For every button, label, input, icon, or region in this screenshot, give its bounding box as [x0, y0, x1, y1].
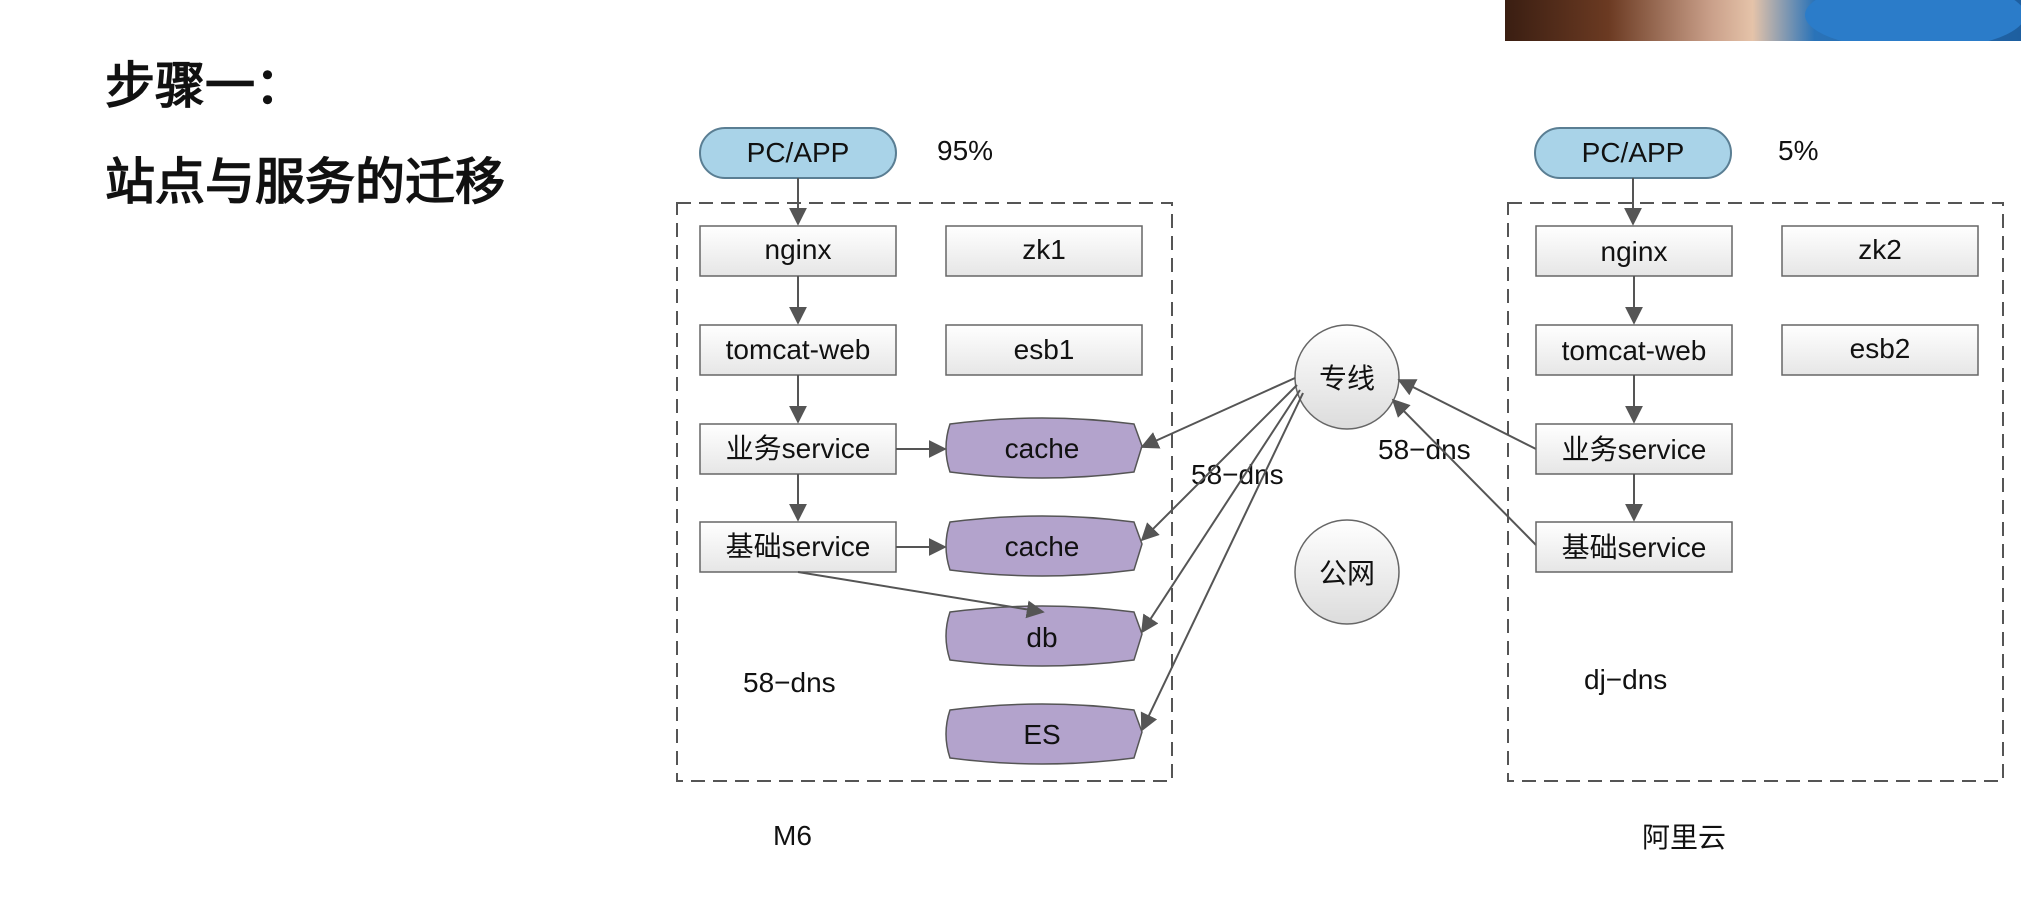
left-dns-label: 58−dns: [743, 667, 836, 698]
left-cache2-node: cache: [945, 515, 1143, 577]
dedicated-line-node: 专线: [1294, 324, 1400, 430]
right-biz-service-label: 业务service: [1562, 434, 1707, 465]
right-biz-service-node: 业务service: [1535, 423, 1733, 475]
left-base-service-label: 基础service: [726, 531, 871, 562]
right-base-service-label: 基础service: [1562, 532, 1707, 563]
left-tomcat-node: tomcat-web: [699, 324, 897, 376]
dedicated-line-label: 专线: [1319, 363, 1375, 394]
right-nginx-label: nginx: [1601, 236, 1668, 267]
public-net-node: 公网: [1294, 519, 1400, 625]
right-arrows: [1624, 178, 1643, 522]
left-zk-label: zk1: [1022, 234, 1066, 265]
slide-title-step: 步骤一：: [105, 57, 305, 115]
left-zk-node: zk1: [945, 225, 1143, 277]
dedicated-line-arrows: [1140, 377, 1537, 732]
left-nginx-node: nginx: [699, 225, 897, 277]
left-es-node: ES: [945, 703, 1143, 765]
region-m6: [676, 202, 1173, 782]
left-tomcat-label: tomcat-web: [726, 334, 871, 365]
left-biz-service-node: 业务service: [699, 423, 897, 475]
left-cache1-label: cache: [1005, 433, 1080, 464]
right-nginx-node: nginx: [1535, 225, 1733, 277]
left-es-label: ES: [1023, 719, 1060, 750]
left-client-label: PC/APP: [747, 137, 850, 168]
left-db-label: db: [1026, 622, 1057, 653]
right-tomcat-node: tomcat-web: [1535, 324, 1733, 376]
left-traffic-label: 95%: [937, 135, 993, 166]
left-arrows: [789, 178, 1045, 619]
public-net-label: 公网: [1319, 558, 1375, 589]
left-cache1-node: cache: [945, 417, 1143, 479]
left-cache2-label: cache: [1005, 531, 1080, 562]
slide-title-migration: 站点与服务的迁移: [105, 153, 505, 211]
right-base-service-node: 基础service: [1535, 521, 1733, 573]
left-base-service-node: 基础service: [699, 521, 897, 573]
left-db-node: db: [945, 605, 1143, 667]
webcam-overlay: [1505, 0, 2021, 41]
right-traffic-label: 5%: [1778, 135, 1818, 166]
right-client-node: PC/APP: [1534, 127, 1732, 179]
right-client-label: PC/APP: [1582, 137, 1685, 168]
left-esb-node: esb1: [945, 324, 1143, 376]
left-esb-label: esb1: [1014, 334, 1075, 365]
left-nginx-label: nginx: [765, 234, 832, 265]
left-region-name: M6: [773, 820, 812, 851]
right-zk-node: zk2: [1781, 225, 1979, 277]
right-esb-node: esb2: [1781, 324, 1979, 376]
region-aliyun: [1507, 202, 2004, 782]
middle-dns-right-label: 58−dns: [1378, 434, 1471, 465]
right-zk-label: zk2: [1858, 234, 1902, 265]
left-client-node: PC/APP: [699, 127, 897, 179]
right-tomcat-label: tomcat-web: [1562, 335, 1707, 366]
left-biz-service-label: 业务service: [726, 433, 871, 464]
right-dns-label: dj−dns: [1584, 664, 1667, 695]
right-region-name: 阿里云: [1642, 822, 1726, 853]
right-esb-label: esb2: [1850, 333, 1911, 364]
